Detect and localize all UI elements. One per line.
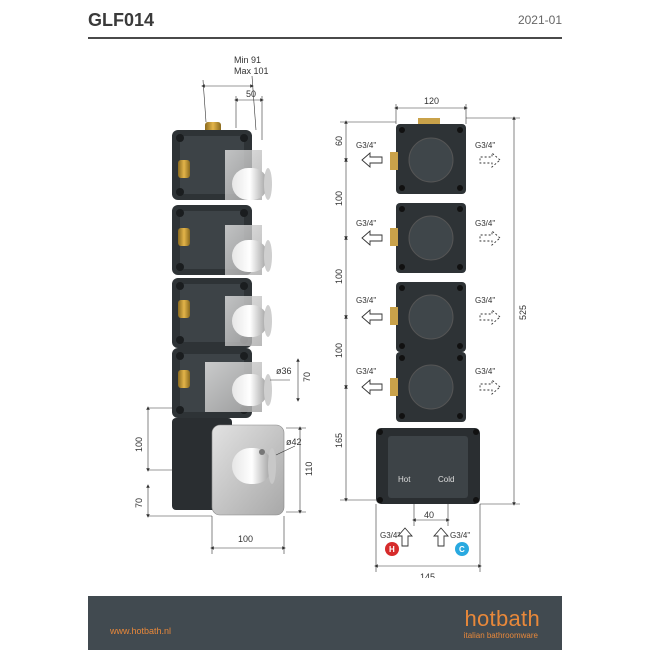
dim-145: 145 (420, 572, 435, 578)
technical-drawing: Min 91 Max 101 50 ø36 70 ø42 110 100 70 … (88, 48, 562, 582)
outlet-label-r2: G3/4" (475, 219, 495, 228)
outlet-label-l1: G3/4" (356, 141, 376, 150)
product-code: GLF014 (88, 10, 155, 30)
inlet-label-hot: G3/4" (380, 531, 400, 540)
page-header: GLF014 2021-01 (88, 0, 562, 40)
dim-100-side: 100 (134, 437, 144, 452)
dim-100-2: 100 (334, 269, 344, 284)
cold-badge: C (459, 545, 465, 554)
dim-110: 110 (304, 462, 314, 476)
dim-min: Min 91 (234, 55, 261, 65)
front-thermostat (376, 428, 480, 504)
dim-40: 40 (424, 510, 434, 520)
hot-label: Hot (398, 475, 411, 484)
dim-120: 120 (424, 96, 439, 106)
outlet-label-r4: G3/4" (475, 367, 495, 376)
dim-100-1: 100 (334, 191, 344, 206)
outlet-label-l4: G3/4" (356, 367, 376, 376)
hot-badge: H (389, 545, 395, 554)
outlet-arrows-left (361, 152, 383, 395)
outlet-label-l3: G3/4" (356, 296, 376, 305)
valve-module-2 (172, 205, 272, 275)
brand-tagline: italian bathroomware (463, 631, 538, 640)
inlet-arrow-cold (433, 527, 449, 547)
inlet-label-cold: G3/4" (450, 531, 470, 540)
valve-module-4 (172, 348, 272, 418)
outlet-label-r1: G3/4" (475, 141, 495, 150)
front-dimension-lines (340, 104, 520, 572)
outlet-label-l2: G3/4" (356, 219, 376, 228)
dim-165: 165 (334, 433, 344, 448)
inlet-arrow-hot (397, 527, 413, 547)
front-top-plug (418, 118, 440, 126)
dim-70-lower: 70 (134, 498, 144, 508)
brand-logo: hotbath (464, 606, 540, 631)
cold-badge-icon (455, 542, 469, 556)
front-module-4 (390, 352, 466, 422)
dim-dia36: ø36 (276, 366, 292, 376)
outlet-label-r3: G3/4" (475, 296, 495, 305)
iso-dimension-lines (146, 75, 306, 554)
front-module-3 (390, 282, 466, 352)
header-rule (88, 37, 562, 39)
dim-dia42: ø42 (286, 437, 302, 447)
dim-100-bottom: 100 (238, 534, 253, 544)
dim-100-3: 100 (334, 343, 344, 358)
outlet-arrows-right (479, 152, 501, 395)
thermostat-module (172, 418, 285, 516)
revision-date: 2021-01 (517, 13, 562, 27)
hot-badge-icon (385, 542, 399, 556)
front-module-2 (390, 203, 466, 273)
drawing-svg: Min 91 Max 101 50 ø36 70 ø42 110 100 70 … (134, 55, 528, 582)
dim-max: Max 101 (234, 66, 269, 76)
dim-60: 60 (334, 136, 344, 146)
footer-bar: www.hotbath.nl hotbath italian bathroomw… (88, 596, 562, 650)
dim-70-upper: 70 (302, 372, 312, 382)
website-link[interactable]: www.hotbath.nl (110, 626, 172, 636)
cold-label: Cold (438, 475, 454, 484)
front-view: Hot Cold G3/4" G3/4" G3/4" G3/4" G3/4" G… (334, 96, 528, 582)
dim-50: 50 (246, 89, 256, 99)
dim-525: 525 (518, 305, 528, 320)
valve-module-1 (172, 130, 272, 200)
front-module-1 (390, 124, 466, 194)
iso-view: Min 91 Max 101 50 ø36 70 ø42 110 100 70 … (134, 55, 314, 554)
valve-module-3 (172, 278, 272, 348)
